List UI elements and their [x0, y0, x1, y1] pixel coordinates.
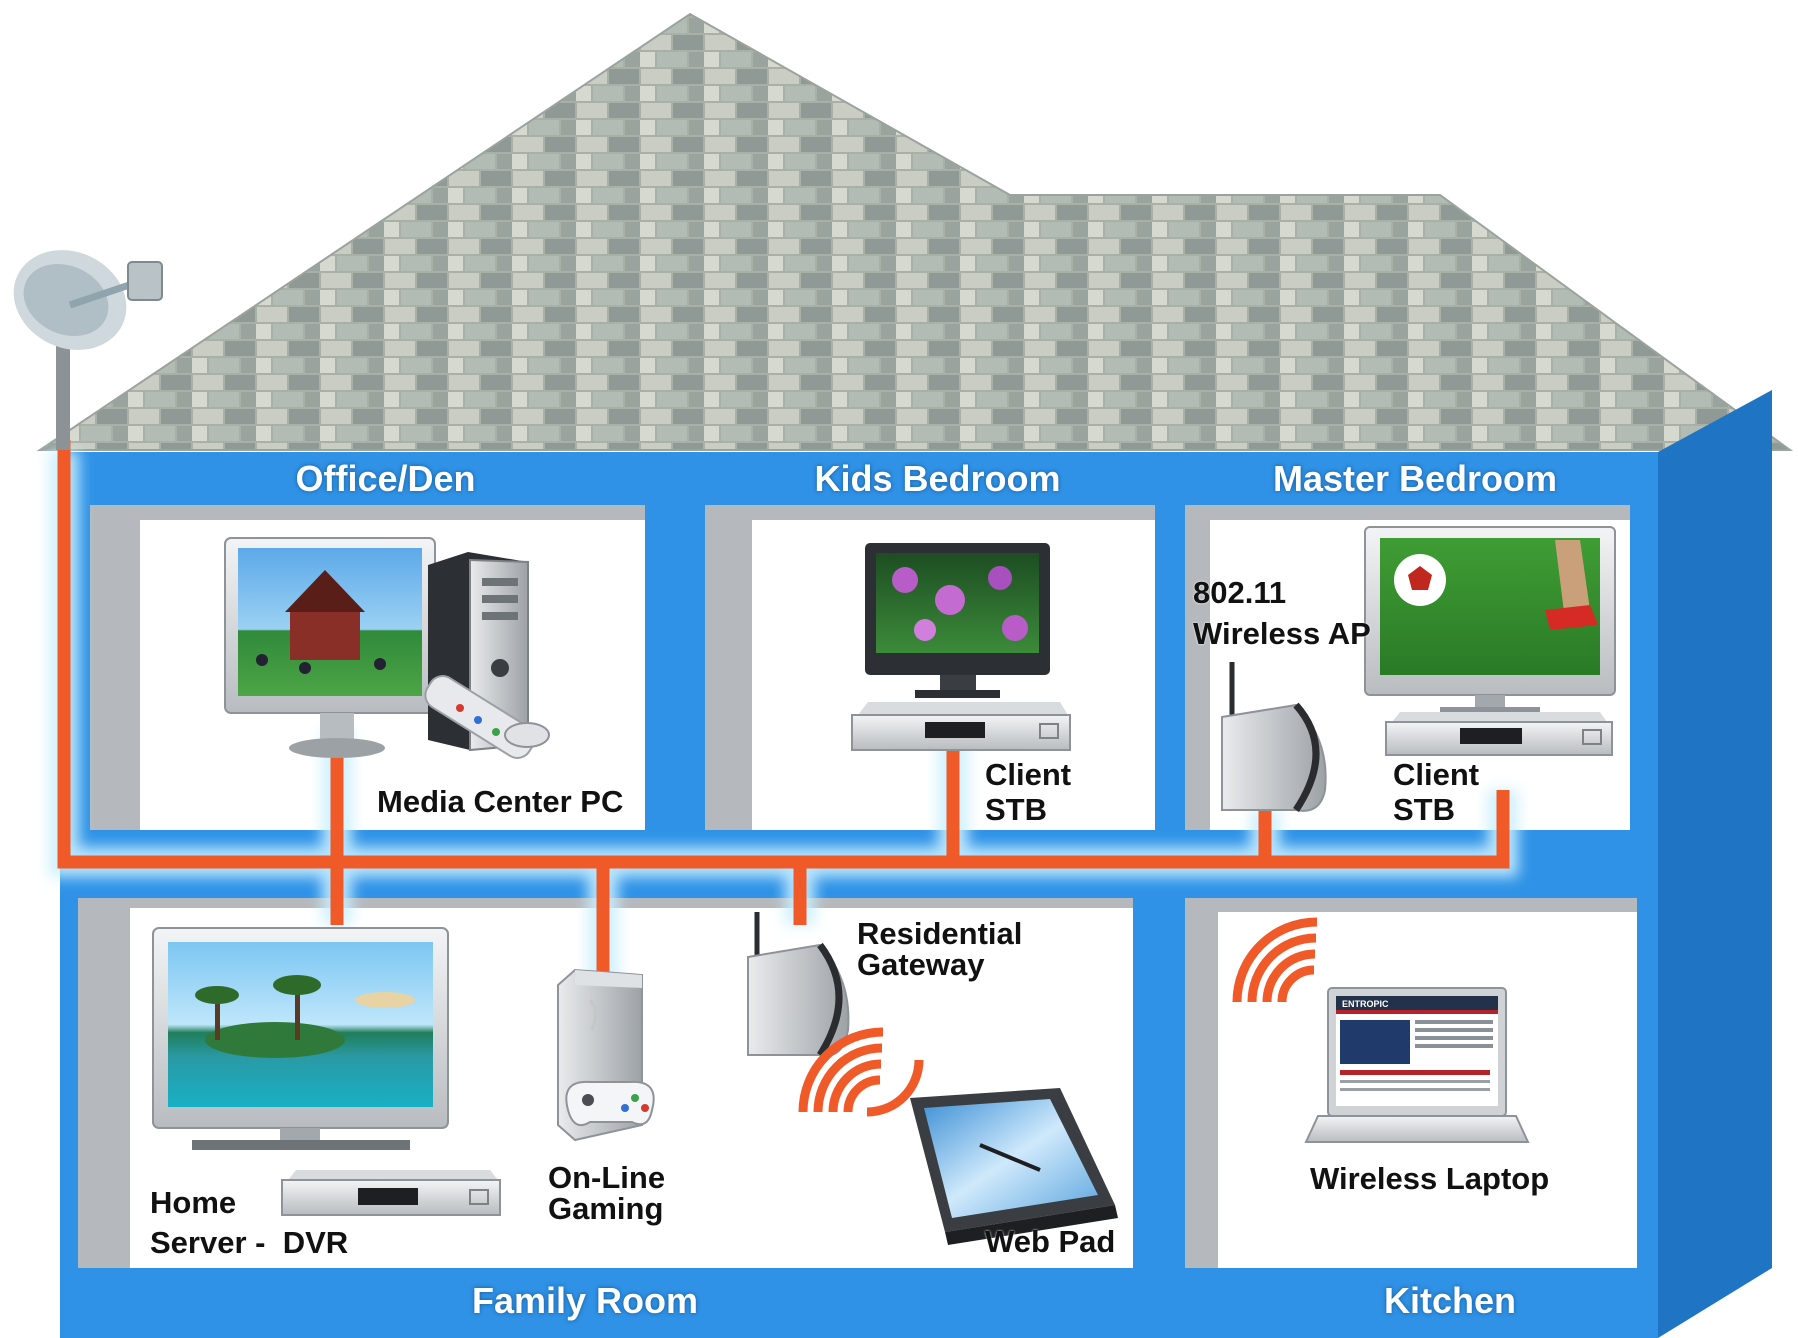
label-web-pad: Web Pad	[985, 1224, 1116, 1259]
label-line: Client	[985, 757, 1072, 792]
tv-icon	[1364, 526, 1616, 714]
label-line: STB	[985, 791, 1047, 827]
satellite-dish-icon	[13, 250, 163, 450]
tv-icon	[152, 927, 449, 1150]
room-title-kids-bedroom: Kids Bedroom	[814, 458, 1061, 499]
tv-icon	[865, 543, 1050, 698]
label-line: 802.11	[1193, 575, 1287, 610]
coax-cable-network	[57, 440, 1510, 985]
label-line: On-Line	[548, 1160, 666, 1195]
label-line: Home	[150, 1185, 237, 1220]
room-title-office-den: Office/Den	[295, 458, 476, 499]
wireless-router-icon	[1221, 662, 1327, 812]
label-line: Server - DVR	[150, 1225, 349, 1261]
gamepad-icon	[565, 1080, 655, 1126]
roof	[40, 14, 1790, 450]
monitor-icon	[224, 537, 436, 758]
laptop-icon: ENTROPIC	[1304, 987, 1530, 1143]
house-side-wall	[1658, 390, 1772, 1338]
label-line: Wireless AP	[1193, 615, 1371, 651]
label-client-stb-kids: Client STB	[985, 757, 1072, 827]
label-wireless-ap: 802.11 Wireless AP	[1193, 573, 1371, 655]
wifi-waves-icon	[798, 1027, 924, 1117]
set-top-box-icon	[281, 1170, 501, 1216]
laptop-screen-brand: ENTROPIC	[1342, 999, 1389, 1009]
label-residential-gateway: Residential Gateway	[857, 918, 1022, 980]
label-home-server-dvr: Home Server - DVR	[150, 1183, 348, 1264]
label-line: STB	[1393, 791, 1455, 827]
label-media-center-pc: Media Center PC	[377, 784, 624, 819]
set-top-box-icon	[851, 702, 1071, 751]
room-title-master-bedroom: Master Bedroom	[1272, 458, 1558, 499]
label-line: Client	[1393, 757, 1480, 792]
label-client-stb-master: Client STB	[1393, 757, 1480, 827]
label-line: Gaming	[548, 1191, 664, 1226]
label-online-gaming: On-Line Gaming	[548, 1162, 665, 1224]
wifi-waves-icon	[1232, 917, 1318, 1003]
wireless-router-icon	[747, 912, 850, 1057]
label-line: Gateway	[857, 947, 985, 982]
room-title-kitchen: Kitchen	[1383, 1280, 1516, 1321]
room-title-family-room: Family Room	[471, 1280, 699, 1321]
mouse-icon	[504, 722, 550, 748]
label-wireless-laptop: Wireless Laptop	[1310, 1161, 1550, 1196]
tablet-icon	[910, 1088, 1118, 1245]
label-line: Residential	[857, 916, 1023, 951]
set-top-box-icon	[1385, 712, 1613, 756]
